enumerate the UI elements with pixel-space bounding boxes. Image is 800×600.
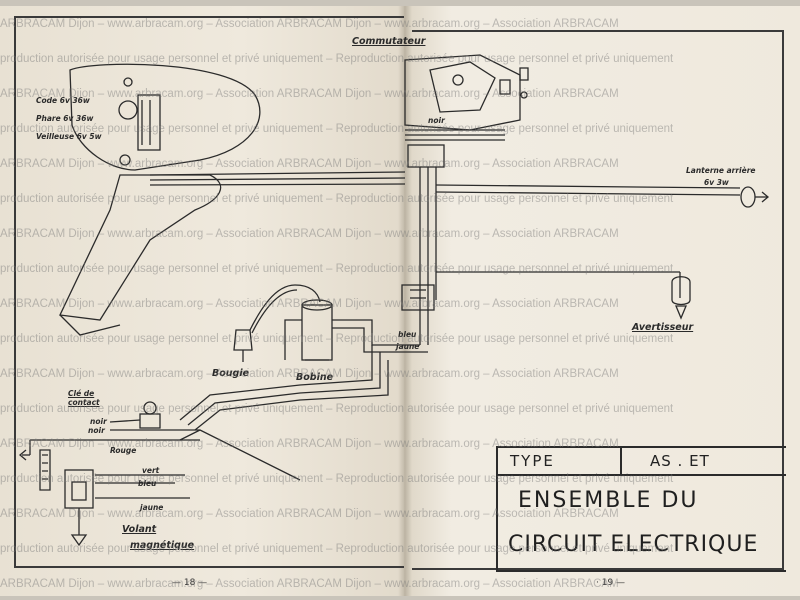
watermark-line: ARBRACAM Dijon – www.arbracam.org – Asso… bbox=[0, 508, 619, 520]
watermark-line: production autorisée pour usage personne… bbox=[0, 543, 674, 555]
bobine-label: Bobine bbox=[296, 372, 334, 383]
jaune-label: jaune bbox=[140, 503, 164, 512]
title-block-type-row: TYPE AS . ET bbox=[498, 448, 786, 476]
title-block: TYPE AS . ET ENSEMBLE DU CIRCUIT ELECTRI… bbox=[496, 446, 786, 572]
fork-body bbox=[59, 174, 222, 321]
vert-label: vert bbox=[142, 466, 160, 475]
bleu-right-label: bleu bbox=[398, 330, 417, 339]
bleu-label: bleu bbox=[138, 479, 157, 488]
bougie-label: Bougie bbox=[212, 368, 250, 379]
commutateur-box bbox=[404, 54, 521, 131]
left-page-frame bbox=[14, 16, 404, 568]
bougie-plug bbox=[233, 329, 253, 351]
fork-lower bbox=[59, 314, 121, 336]
watermark-line: production autorisée pour usage personne… bbox=[0, 193, 674, 205]
right-page-number: · 19 — bbox=[596, 578, 626, 588]
watermark-line: production autorisée pour usage personne… bbox=[0, 403, 674, 415]
watermark-line: production autorisée pour usage personne… bbox=[0, 473, 674, 485]
ht-lead bbox=[249, 284, 321, 331]
cle-label-line1: Clé de bbox=[68, 389, 95, 398]
veilleuse-label: Veilleuse 6v 5w bbox=[36, 132, 102, 141]
watermark-line: ARBRACAM Dijon – www.arbracam.org – Asso… bbox=[0, 18, 619, 30]
watermark-line: ARBRACAM Dijon – www.arbracam.org – Asso… bbox=[0, 438, 619, 450]
lanterne-spec-label: 6v 3w bbox=[704, 178, 729, 187]
watermark-line: ARBRACAM Dijon – www.arbracam.org – Asso… bbox=[0, 578, 619, 590]
phare-label: Phare 6v 36w bbox=[36, 114, 94, 123]
right-page-frame bbox=[412, 30, 784, 570]
commutateur-label: Commutateur bbox=[352, 36, 426, 47]
watermark-line: production autorisée pour usage personne… bbox=[0, 333, 674, 345]
junction-box bbox=[401, 284, 435, 311]
lower-harness bbox=[179, 345, 373, 421]
rouge-label: Rouge bbox=[110, 446, 137, 455]
horn bbox=[671, 276, 691, 306]
watermark-line: ARBRACAM Dijon – www.arbracam.org – Asso… bbox=[0, 368, 619, 380]
watermark-line: production autorisée pour usage personne… bbox=[0, 53, 674, 65]
avertisseur-label: Avertisseur bbox=[632, 322, 694, 333]
type-divider bbox=[620, 448, 622, 476]
noir-comm-label: noir bbox=[428, 116, 445, 125]
title-line-2: CIRCUIT ELECTRIQUE bbox=[508, 532, 759, 557]
watermark-line: ARBRACAM Dijon – www.arbracam.org – Asso… bbox=[0, 158, 619, 170]
watermark-line: ARBRACAM Dijon – www.arbracam.org – Asso… bbox=[0, 228, 619, 240]
lanterne-label: Lanterne arrière bbox=[686, 166, 756, 175]
top-bulb bbox=[123, 77, 133, 87]
left-page-number: — 18 — bbox=[172, 578, 208, 588]
type-label: TYPE bbox=[510, 452, 555, 470]
model-label: AS . ET bbox=[650, 452, 710, 470]
watermark-line: ARBRACAM Dijon – www.arbracam.org – Asso… bbox=[0, 298, 619, 310]
noir-label-2: noir bbox=[88, 426, 105, 435]
volant-label-line2: magnétique bbox=[130, 540, 195, 551]
title-line-1: ENSEMBLE DU bbox=[518, 488, 699, 513]
code-label: Code 6v 36w bbox=[36, 96, 90, 105]
headlamp-terminal-block bbox=[137, 94, 161, 151]
harness-headlamp bbox=[149, 171, 406, 176]
commutateur-connector bbox=[407, 144, 445, 168]
headlamp-bulb bbox=[118, 100, 138, 120]
watermark-line: production autorisée pour usage personne… bbox=[0, 263, 674, 275]
veilleuse-bulb bbox=[119, 154, 131, 166]
headlight-housing bbox=[69, 63, 261, 171]
cle-label-line2: contact bbox=[68, 398, 100, 407]
jaune-right-label: jaune bbox=[396, 342, 420, 351]
volant-label-line1: Volant bbox=[122, 524, 157, 535]
watermark-line: ARBRACAM Dijon – www.arbracam.org – Asso… bbox=[0, 88, 619, 100]
right-page bbox=[404, 6, 800, 596]
watermark-line: production autorisée pour usage personne… bbox=[0, 123, 674, 135]
wire-rear-lamp bbox=[435, 184, 741, 189]
noir-label-1: noir bbox=[90, 417, 107, 426]
